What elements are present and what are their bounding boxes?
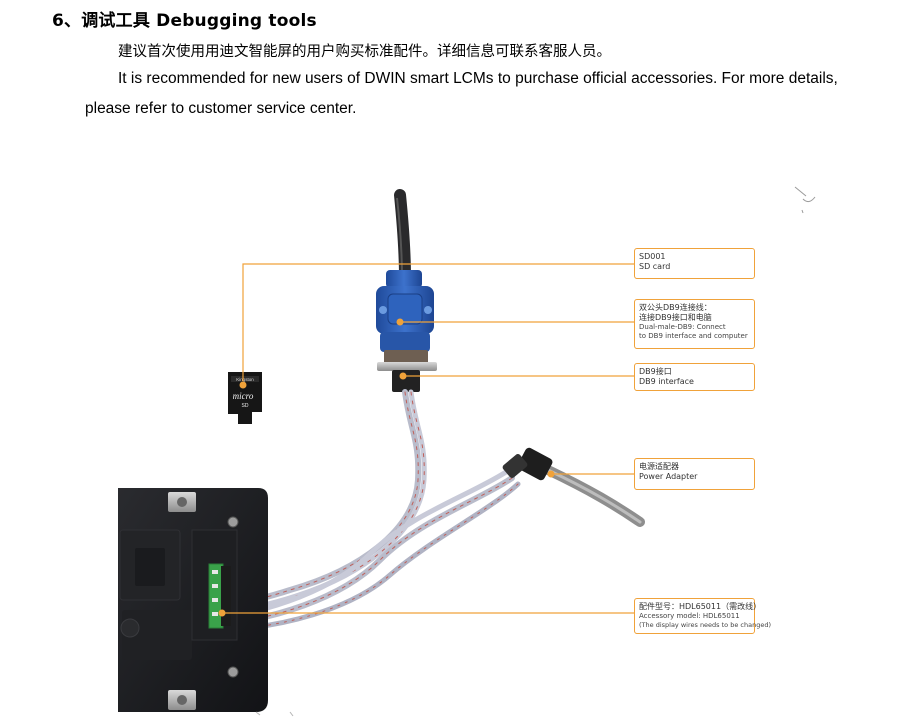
callout-db9-port-line1: DB9接口 xyxy=(639,367,672,376)
callout-db9-port-line2: DB9 interface xyxy=(639,377,694,386)
callout-db9-interface: DB9接口 DB9 interface xyxy=(634,363,755,391)
callout-sd-line1: SD001 xyxy=(639,252,666,261)
callout-sd-card: SD001 SD card xyxy=(634,248,755,279)
anchor-dot-sd xyxy=(239,381,247,389)
callout-db9-cable-line2: 连接DB9接口和电脑 xyxy=(639,313,712,322)
callout-sd-line2: SD card xyxy=(639,262,671,271)
callout-anchor-dots xyxy=(218,318,555,617)
power-adapter-plug xyxy=(502,447,645,527)
callout-db9-cable: 双公头DB9连接线： 连接DB9接口和电脑 Dual-male-DB9: Con… xyxy=(634,299,755,349)
micro-sd-card: Kingston micro SD xyxy=(228,372,262,424)
callout-accessory-line3: (The display wires needs to be changed) xyxy=(639,620,772,629)
anchor-dot-accessory xyxy=(218,609,226,617)
callout-db9-cable-line4: to DB9 interface and computer xyxy=(639,331,748,340)
paragraph-chinese: 建议首次使用用迪文智能屏的用户购买标准配件。详细信息可联系客服人员。 xyxy=(118,44,611,60)
callout-db9-cable-line3: Dual-male-DB9: Connect xyxy=(639,323,726,331)
decorative-mark xyxy=(794,186,816,214)
top-cable xyxy=(394,189,411,284)
anchor-dot-db9-cable xyxy=(396,318,404,326)
callout-accessory-line2: Accessory model: HDL65011 xyxy=(639,612,740,620)
callout-power-line1: 电源适配器 xyxy=(639,462,679,471)
anchor-dot-db9-port xyxy=(399,372,407,380)
paragraph-english-line-1: It is recommended for new users of DWIN … xyxy=(118,70,838,87)
callout-power-adapter: 电源适配器 Power Adapter xyxy=(634,458,755,490)
sd-card-brand-text: Kingston xyxy=(236,377,254,382)
anchor-dot-power xyxy=(547,470,555,478)
sd-card-sub-text: SD xyxy=(242,403,249,409)
display-panel xyxy=(118,488,268,712)
db9-blue-connector xyxy=(376,270,437,392)
callout-accessory-model: 配件型号：HDL65011（需改线） Accessory model: HDL6… xyxy=(634,598,772,634)
sd-card-logo-text: micro xyxy=(233,391,254,401)
section-heading: 6、调试工具 Debugging tools xyxy=(52,11,317,31)
leader-sd xyxy=(242,263,635,381)
callout-power-line2: Power Adapter xyxy=(639,472,698,481)
callout-accessory-line1: 配件型号：HDL65011（需改线） xyxy=(639,602,762,611)
decorative-mark-bottom xyxy=(255,711,294,717)
callout-db9-cable-line1: 双公头DB9连接线： xyxy=(639,303,712,312)
paragraph-english-line-2: please refer to customer service center. xyxy=(85,100,357,117)
callout-leader-lines xyxy=(222,263,635,614)
